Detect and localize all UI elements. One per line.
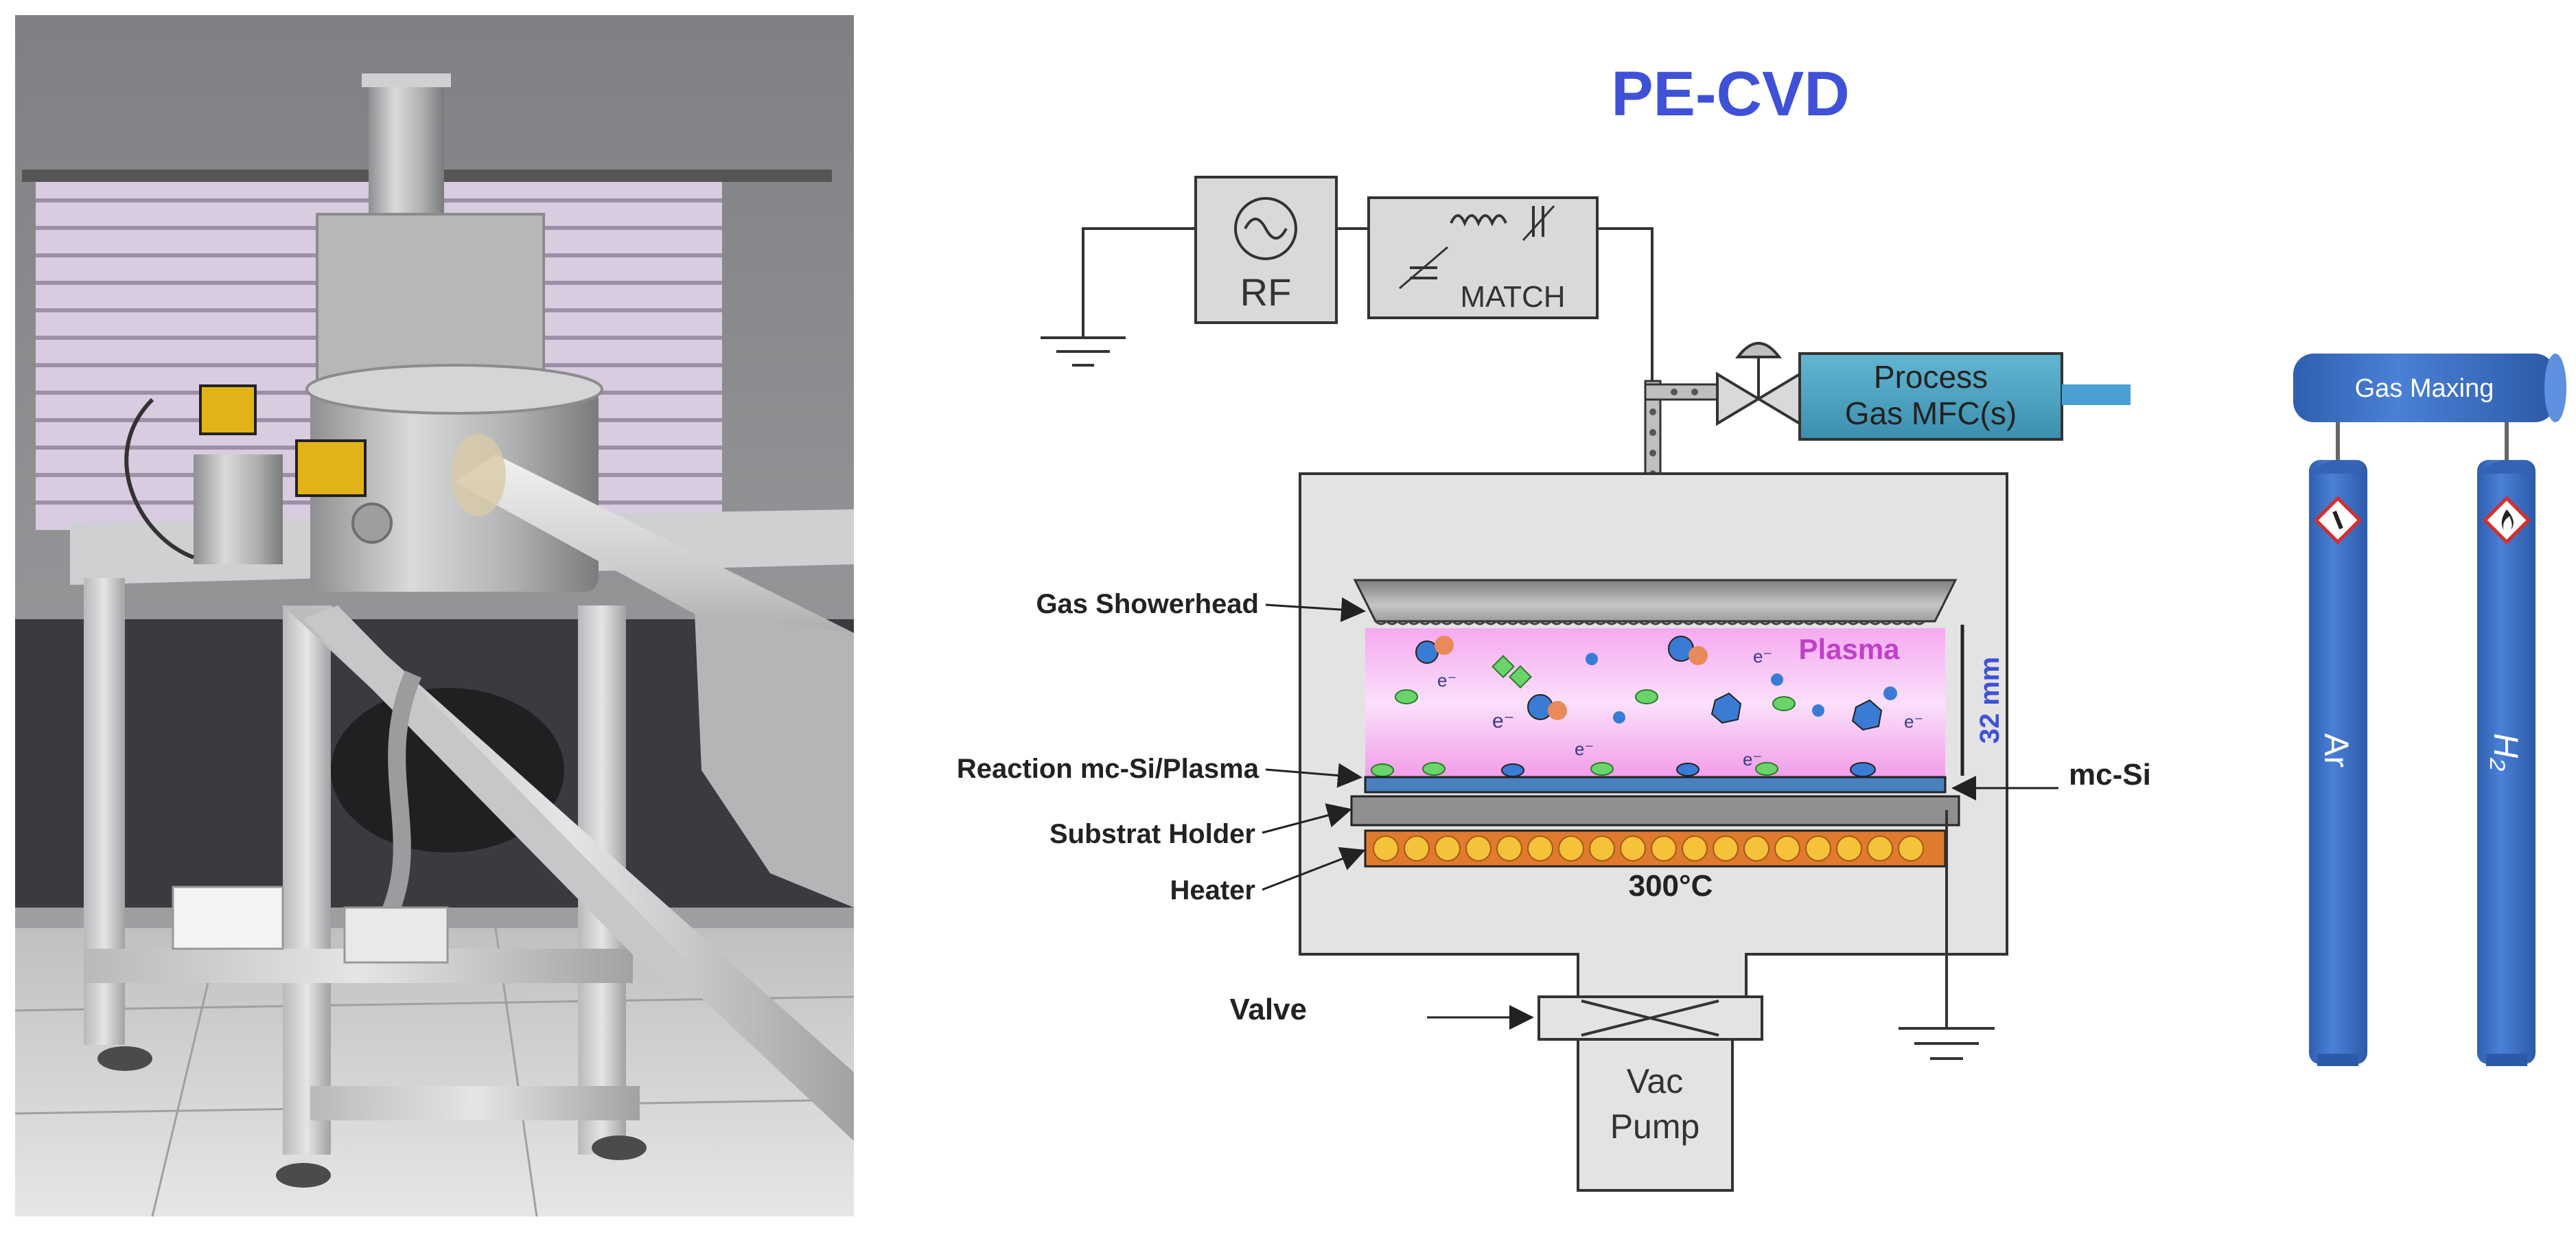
- pump-line2: Pump: [1610, 1107, 1700, 1146]
- reaction-label: Reaction mc-Si/Plasma: [957, 754, 1260, 784]
- temperature-label: 300°C: [1629, 869, 1713, 903]
- holder-label: Substrat Holder: [1049, 819, 1255, 849]
- svg-text:e⁻: e⁻: [1575, 739, 1594, 759]
- gas-mixing-label: Gas Maxing: [2355, 374, 2494, 403]
- vacuum-pump: Vac Pump: [1577, 1038, 1734, 1192]
- flammable-diamond-icon: [2482, 496, 2531, 545]
- gas-pipe: [2062, 384, 2131, 405]
- showerhead-label: Gas Showerhead: [1036, 589, 1259, 619]
- gap-label: 32 mm: [1975, 657, 2005, 744]
- pressure-gauge: [199, 384, 257, 435]
- pump-line1: Vac: [1627, 1062, 1683, 1100]
- rf-source: RF: [1194, 176, 1338, 324]
- hydrogen-cylinder: H₂: [2477, 460, 2536, 1066]
- heater: [1364, 829, 1947, 868]
- plasma-particles: e⁻ e⁻ e⁻ e⁻ e⁻ e⁻: [1395, 636, 1923, 770]
- chamber-ground: [1899, 810, 1995, 1060]
- substrate-holder: [1350, 795, 1960, 827]
- top-column: [369, 77, 444, 235]
- argon-cylinder: Ar: [2309, 460, 2367, 1066]
- svg-text:e⁻: e⁻: [1437, 670, 1457, 691]
- rf-wiring: [1041, 227, 1653, 384]
- pecvd-system-photo: [14, 15, 855, 1217]
- heater-label: Heater: [1170, 875, 1255, 905]
- gas-mixing-manifold: Gas Maxing: [2293, 354, 2566, 460]
- plasma-region: e⁻ e⁻ e⁻ e⁻ e⁻ e⁻ Plasma: [1365, 628, 1945, 779]
- match-network: MATCH: [1367, 196, 1599, 319]
- reaction-layer-particles: [1371, 762, 1876, 777]
- match-label: MATCH: [1460, 280, 1565, 314]
- svg-text:e⁻: e⁻: [1904, 711, 1923, 732]
- argon-label: Ar: [2317, 733, 2356, 767]
- pressure-gauge: [295, 439, 367, 497]
- svg-text:e⁻: e⁻: [1753, 646, 1772, 667]
- vacuum-valve: [1538, 995, 1763, 1041]
- mcsi-label: mc-Si: [2069, 758, 2151, 792]
- gas-valve: [1716, 342, 1801, 426]
- vacuum-chamber: [305, 364, 603, 592]
- process-gas-mfc: Process Gas MFC(s): [1798, 352, 2063, 441]
- callouts: Gas Showerhead Reaction mc-Si/Plasma Sub…: [957, 589, 2151, 1030]
- oxidizer-diamond-icon: [2313, 496, 2363, 545]
- diagram-title: PE-CVD: [1611, 59, 1850, 129]
- hydrogen-label: H₂: [2487, 733, 2525, 771]
- svg-text:e⁻: e⁻: [1492, 710, 1515, 732]
- valve-label: Valve: [1229, 993, 1307, 1026]
- plasma-label: Plasma: [1798, 633, 1900, 665]
- mfc-line2: Gas MFC(s): [1845, 395, 2017, 431]
- mc-si-wafer: [1364, 776, 1947, 794]
- gas-showerhead: [1353, 579, 1958, 625]
- equipment-photo: [14, 15, 855, 1217]
- pecvd-schematic: PE-CVD RF MATCH: [854, 0, 2576, 1232]
- rf-label: RF: [1240, 270, 1292, 314]
- mfc-line1: Process: [1874, 359, 1988, 395]
